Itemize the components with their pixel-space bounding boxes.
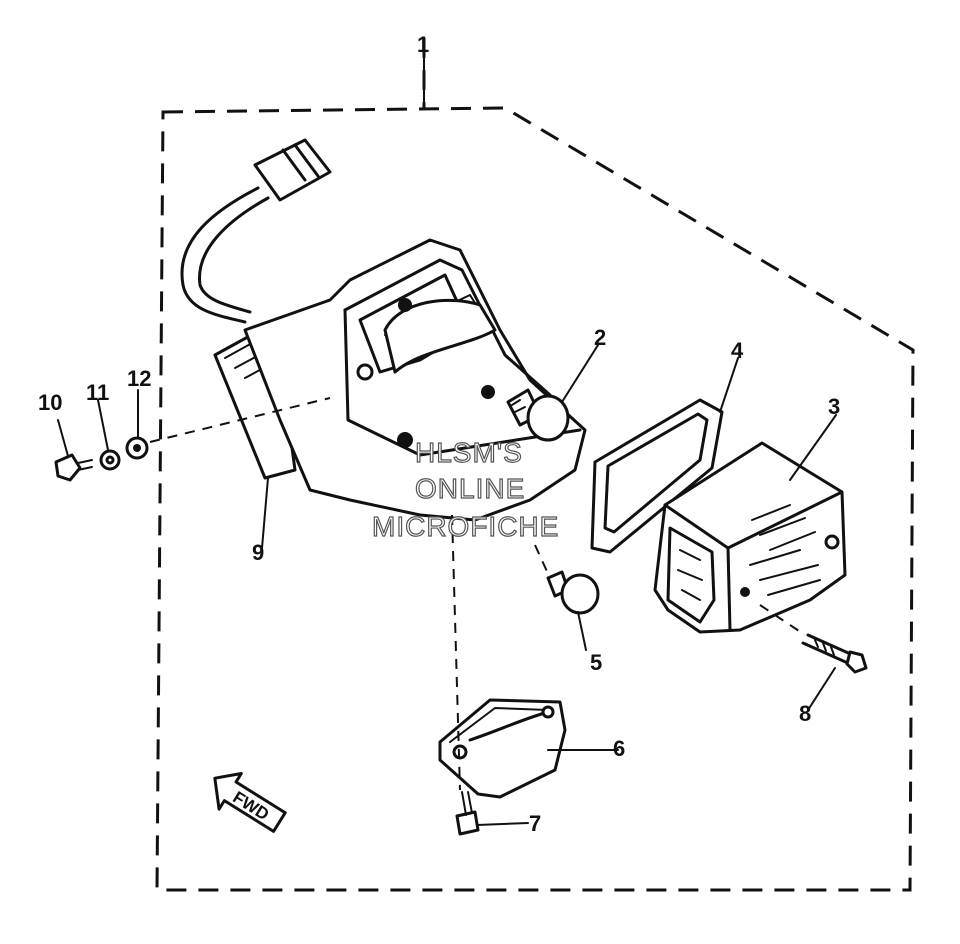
callout-7: 7	[529, 811, 541, 836]
callout-3: 3	[828, 394, 840, 419]
washer-12	[125, 436, 149, 460]
callout-4: 4	[731, 338, 744, 363]
license-bulb	[546, 570, 600, 615]
taillight-housing	[243, 238, 587, 522]
watermark: HLSM'S ONLINE MICROFICHE	[371, 436, 559, 542]
tail-bulb	[506, 388, 570, 442]
watermark-line-2: ONLINE	[415, 473, 525, 504]
fwd-arrow: FWD	[213, 772, 287, 833]
callout-2: 2	[594, 325, 606, 350]
alignment-lines	[149, 397, 806, 791]
callout-10: 10	[38, 390, 62, 415]
wire-harness	[180, 138, 332, 324]
screw-7	[455, 791, 480, 836]
callout-11: 11	[86, 380, 109, 405]
watermark-line-3: MICROFICHE	[372, 511, 559, 542]
washer-11	[99, 449, 121, 471]
nut-10	[54, 453, 93, 482]
taillight-lens	[653, 441, 847, 634]
callout-6: 6	[613, 736, 625, 761]
leader-lines	[57, 37, 837, 826]
license-bracket	[438, 698, 567, 799]
callout-1-visible: 1	[417, 32, 429, 57]
watermark-line-1: HLSM'S	[415, 437, 523, 468]
bolt-8	[801, 633, 868, 674]
callout-5: 5	[590, 650, 602, 675]
callout-12: 12	[127, 366, 151, 391]
callout-9: 9	[252, 540, 264, 565]
callout-8: 8	[799, 701, 811, 726]
lens-seal	[590, 398, 724, 554]
